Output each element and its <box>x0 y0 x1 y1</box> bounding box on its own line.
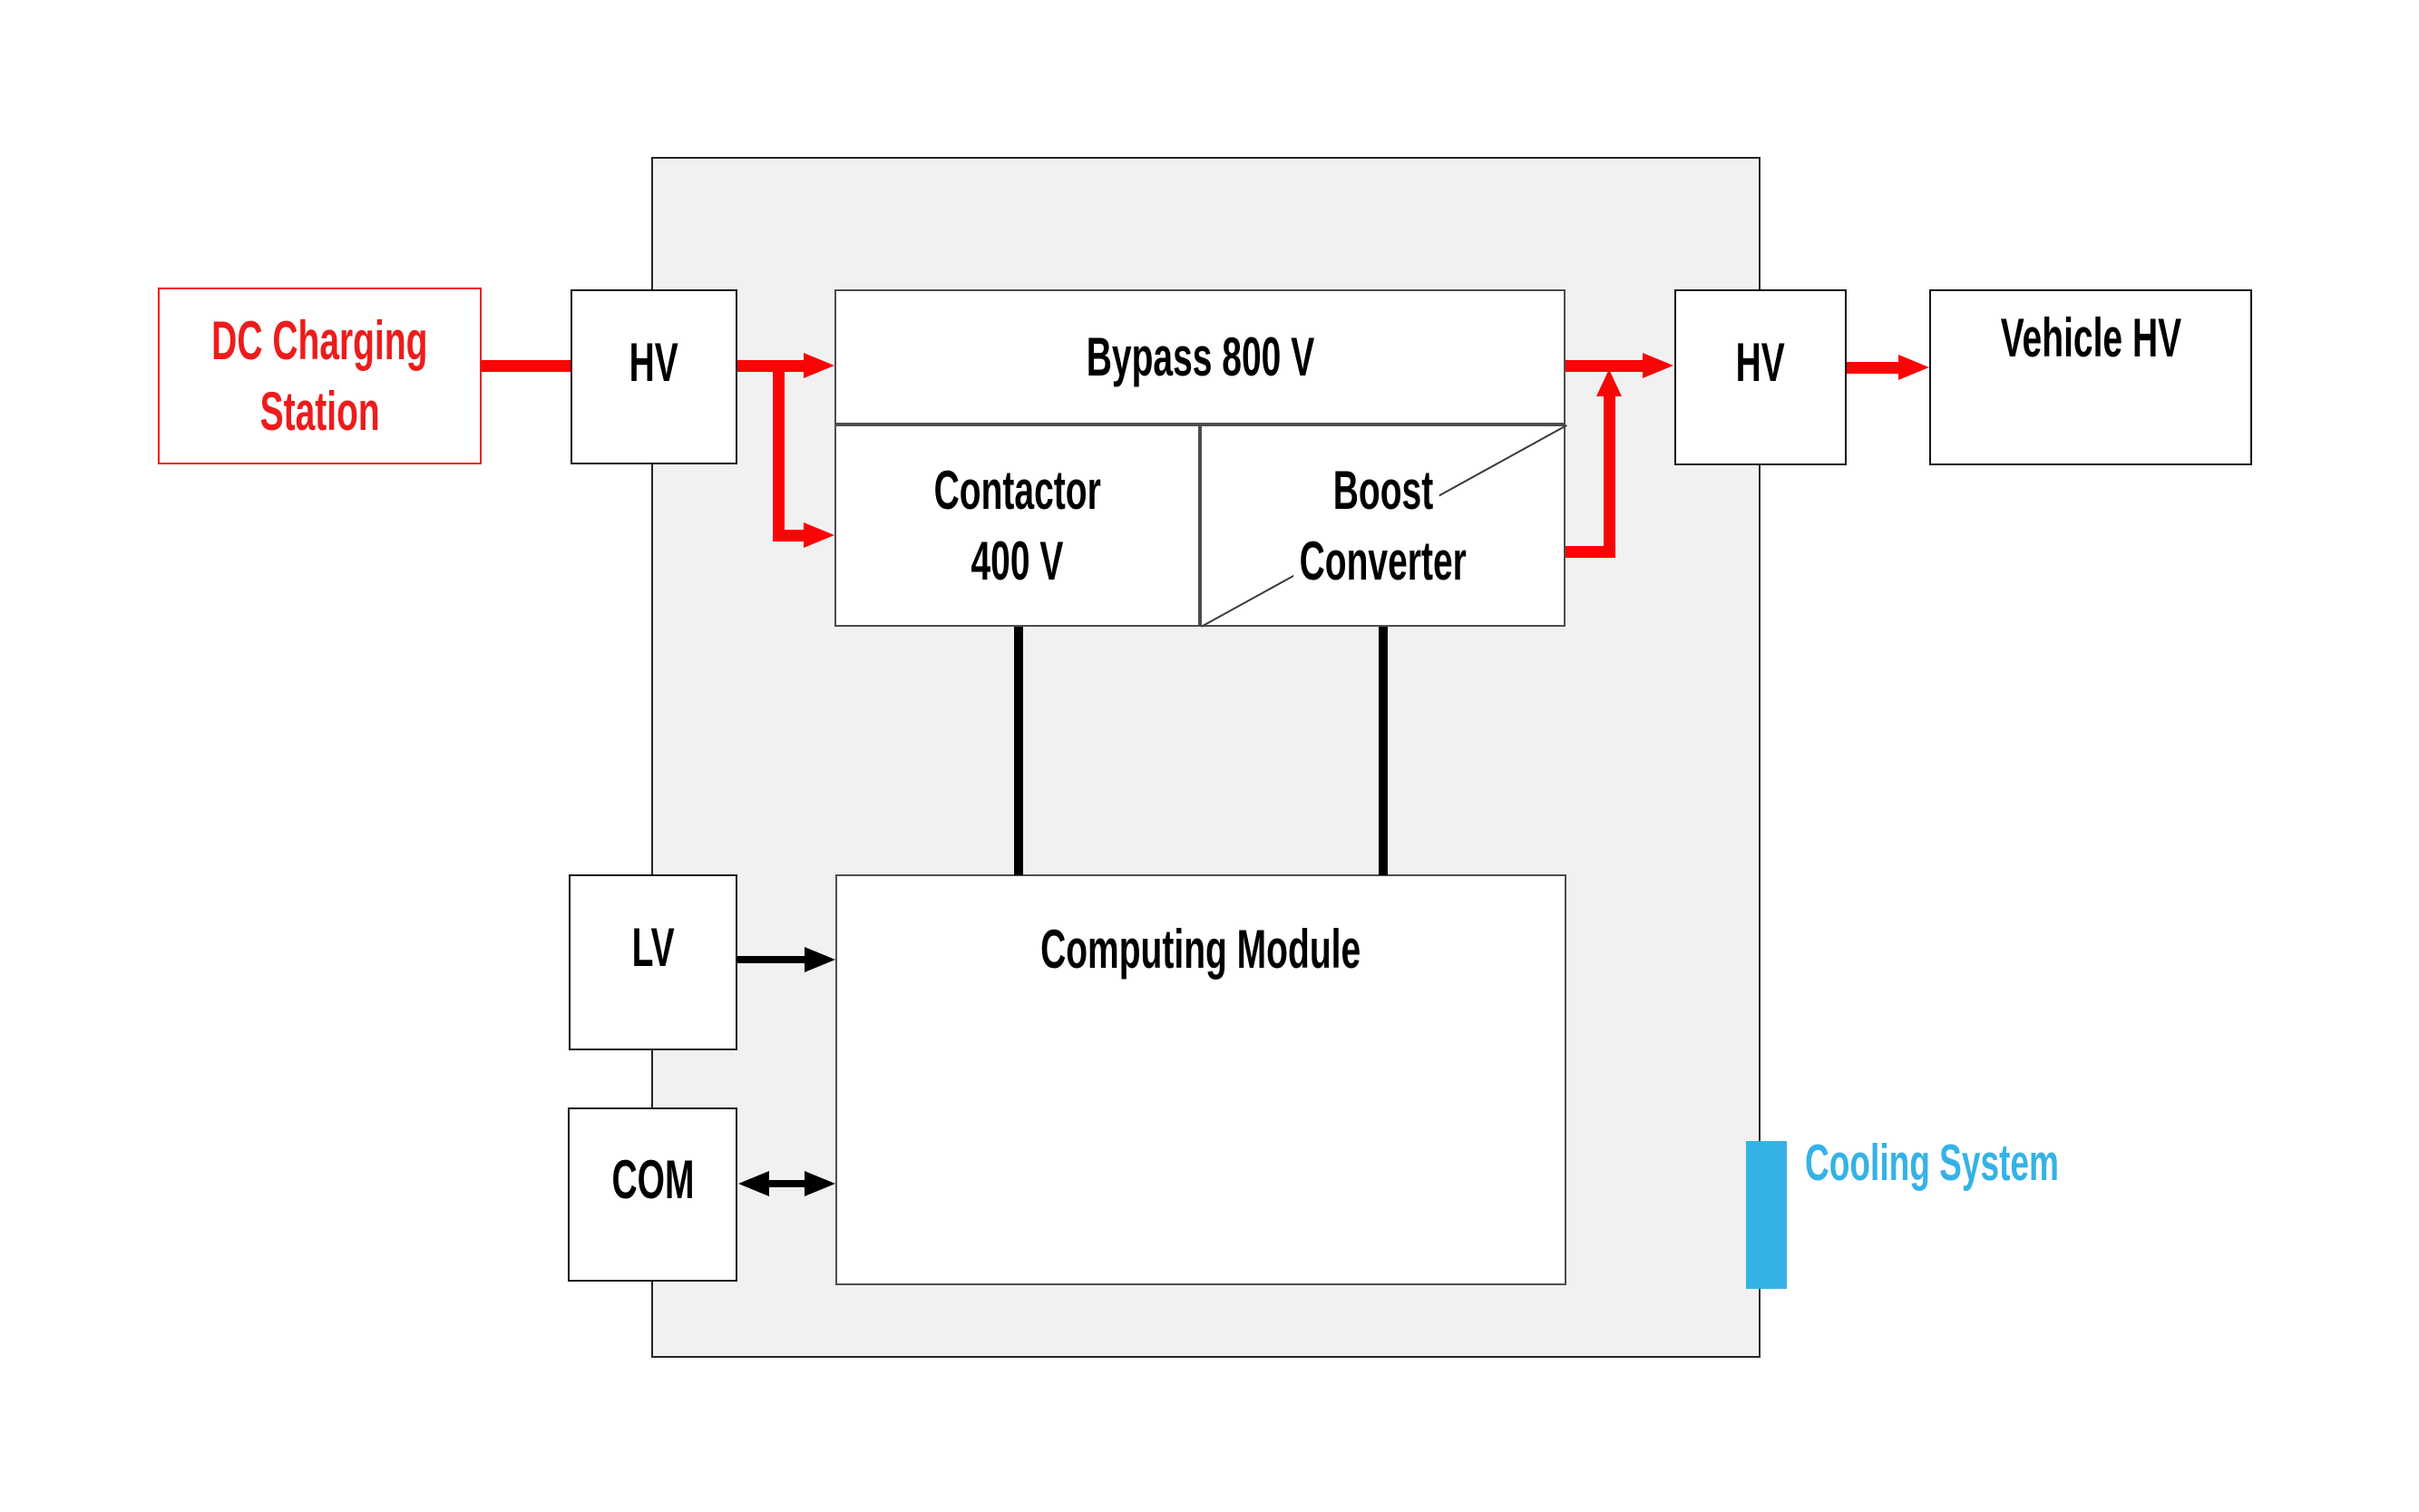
node-vehicle-hv: Vehicle HV <box>1929 289 2252 465</box>
dc-charging-station-label-line1: DC Charging <box>211 309 428 371</box>
hv-flow-contactor-arrowhead-icon <box>804 522 834 548</box>
com-line-shaft <box>769 1180 805 1187</box>
contactor-label-line2: 400 V <box>971 530 1064 591</box>
hv-flow-boost-up-arrowhead-icon <box>1596 369 1622 396</box>
com-right-arrowhead-icon <box>805 1171 835 1196</box>
node-hv-inlet: HV <box>571 289 737 464</box>
node-lv: LV <box>569 874 737 1050</box>
boost-converter-label-line2: Converter <box>1292 525 1473 597</box>
hv-flow-boost-output-vertical <box>1604 396 1615 558</box>
hv-flow-outlet-to-vehicle-shaft <box>1847 362 1899 374</box>
lv-label: LV <box>631 917 675 978</box>
hv-flow-bypass-to-outlet-shaft <box>1566 360 1643 372</box>
hv-flow-bypass-arrowhead-icon <box>804 353 834 378</box>
node-dc-charging-station: DC Charging Station <box>158 288 482 464</box>
cooling-system-caption: Cooling System <box>1805 1123 2196 1203</box>
boost-converter-label-line1: Boost <box>1326 454 1439 526</box>
node-com: COM <box>568 1107 737 1282</box>
cooling-system-label: Cooling System <box>1805 1134 2059 1192</box>
hv-flow-branch-to-contactor-shaft <box>773 530 805 541</box>
bypass-label: Bypass 800 V <box>1086 326 1314 387</box>
hv-flow-dc-to-inlet <box>482 360 571 372</box>
contactor-label-line1: Contactor <box>933 459 1101 521</box>
cooling-system-marker <box>1746 1141 1787 1289</box>
hv-flow-inlet-to-bypass-shaft <box>737 360 805 372</box>
lv-line-shaft <box>737 956 805 963</box>
hv-flow-boost-output-horizontal <box>1566 546 1615 558</box>
node-contactor-400v: Contactor 400 V <box>834 424 1200 627</box>
lv-arrowhead-icon <box>805 947 835 972</box>
hv-flow-vehicle-arrowhead-icon <box>1898 355 1929 380</box>
control-line-boost-to-computing <box>1379 627 1388 875</box>
hv-flow-branch-vertical <box>773 360 785 541</box>
com-label: COM <box>610 1149 694 1210</box>
hv-inlet-label: HV <box>629 331 679 393</box>
vehicle-hv-label: Vehicle HV <box>2000 307 2181 368</box>
dc-charging-station-label-line2: Station <box>259 380 380 442</box>
node-computing-module: Computing Module <box>835 874 1566 1285</box>
com-left-arrowhead-icon <box>738 1171 769 1196</box>
node-bypass-800v: Bypass 800 V <box>834 289 1566 424</box>
node-hv-outlet: HV <box>1674 289 1847 465</box>
control-line-contactor-to-computing <box>1014 627 1023 875</box>
hv-flow-outlet-arrowhead-icon <box>1643 353 1673 378</box>
hv-outlet-label: HV <box>1735 332 1786 393</box>
computing-module-label: Computing Module <box>1040 919 1361 980</box>
